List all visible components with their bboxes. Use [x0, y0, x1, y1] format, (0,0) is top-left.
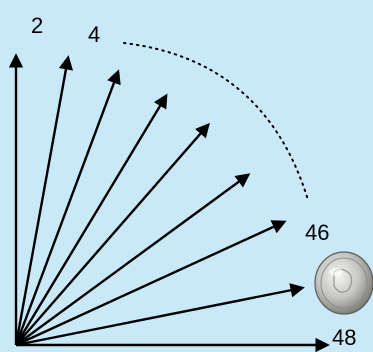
vector-arrow-3 — [14, 69, 121, 346]
vector-arrow-4 — [14, 93, 168, 346]
coin-icon — [314, 251, 373, 315]
label-near-last: 46 — [305, 220, 329, 245]
dotted-arc — [123, 42, 309, 201]
vector-arrow-7 — [15, 220, 287, 347]
label-second: 4 — [88, 22, 100, 47]
label-first: 2 — [31, 13, 43, 38]
arrow-fan — [8, 53, 330, 352]
vector-arrow-8 — [15, 283, 305, 347]
vector-arrow-6 — [15, 173, 251, 346]
vector-arrow-5 — [15, 122, 210, 346]
vector-arrow-2 — [14, 55, 74, 346]
label-last: 48 — [332, 325, 356, 350]
